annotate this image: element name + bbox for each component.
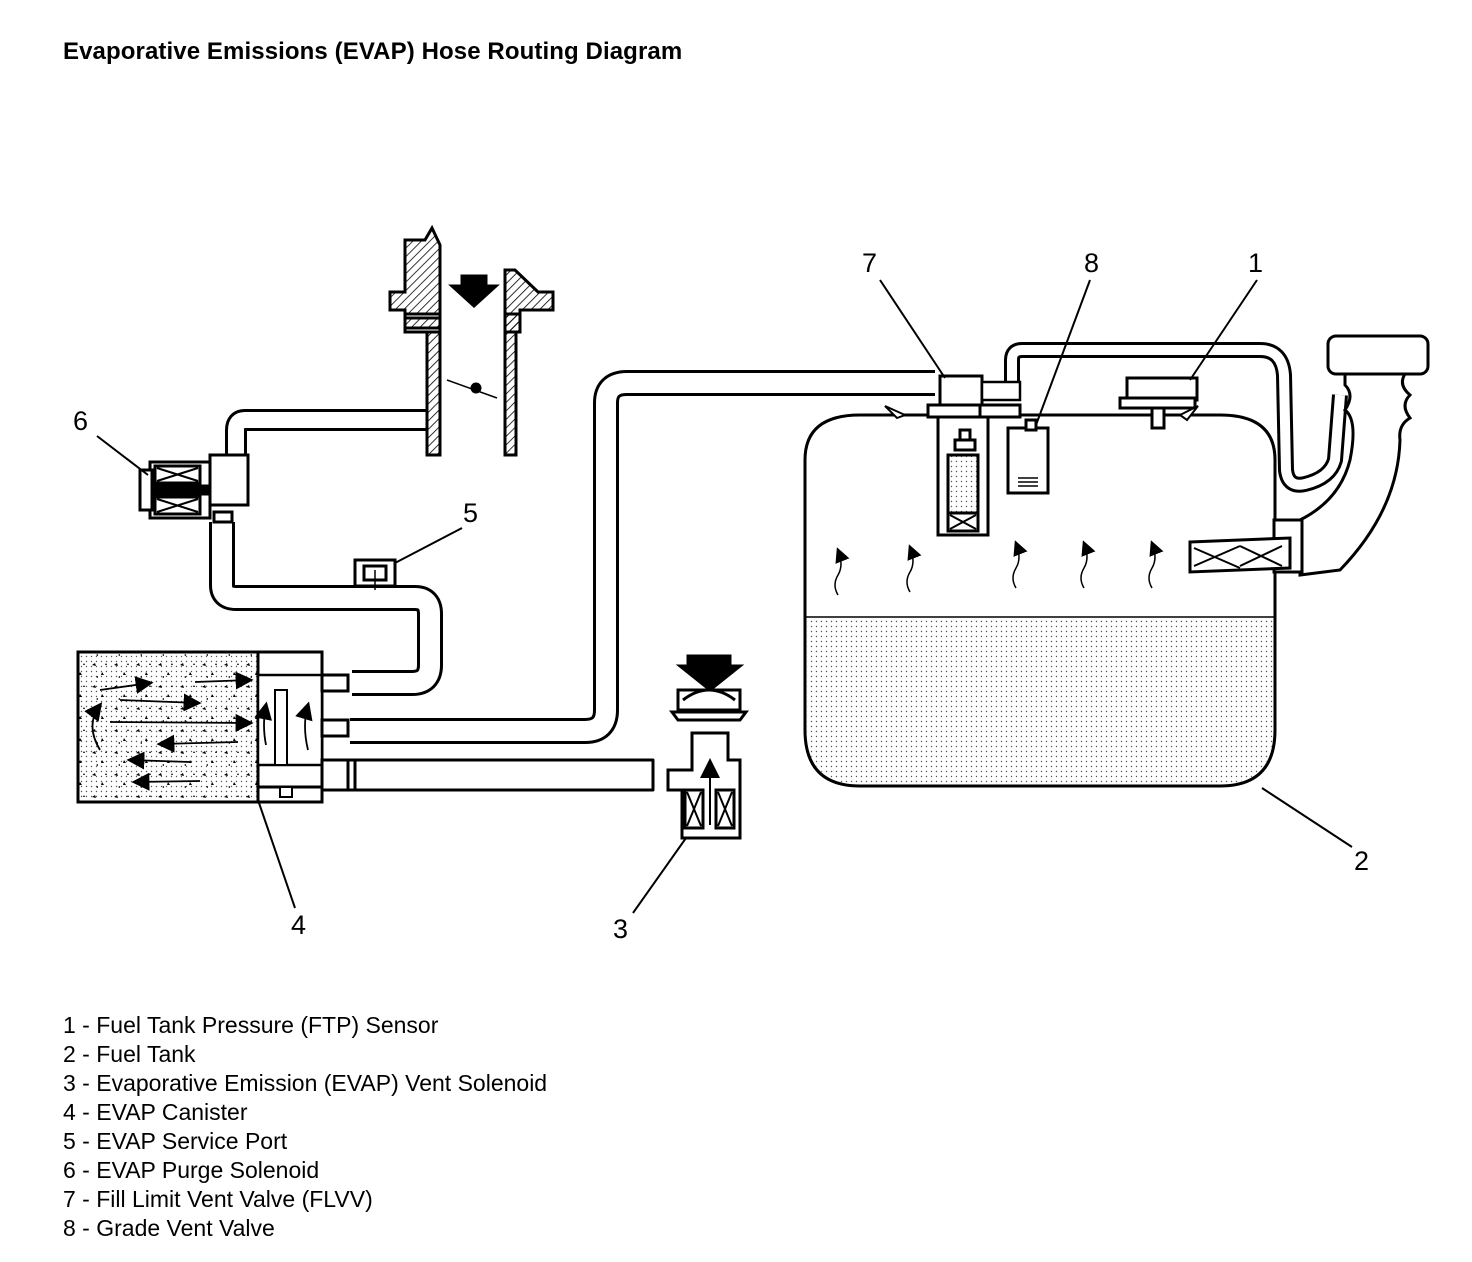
legend-item: 6 - EVAP Purge Solenoid (63, 1157, 320, 1183)
evap-service-port (353, 558, 397, 590)
grade-vent-valve (978, 403, 1050, 495)
callout-6: 6 (73, 406, 88, 436)
throttle-body (388, 224, 555, 457)
callout-2: 2 (1354, 846, 1369, 876)
legend-item: 8 - Grade Vent Valve (63, 1215, 275, 1241)
purge-solenoid (138, 453, 250, 524)
callout-7: 7 (862, 248, 877, 278)
callout-1: 1 (1248, 248, 1263, 278)
legend-item: 3 - Evaporative Emission (EVAP) Vent Sol… (63, 1070, 548, 1096)
leader-lines (96, 279, 1353, 914)
legend-item: 1 - Fuel Tank Pressure (FTP) Sensor (63, 1012, 439, 1038)
legend-item: 5 - EVAP Service Port (63, 1128, 288, 1154)
legend-item: 4 - EVAP Canister (63, 1099, 248, 1125)
callout-3: 3 (613, 914, 628, 944)
callout-4: 4 (291, 910, 306, 940)
evap-canister (76, 650, 350, 804)
legend-item: 2 - Fuel Tank (63, 1041, 196, 1067)
filler-neck (1188, 334, 1430, 577)
hose-network (209, 342, 1348, 792)
evap-vent-solenoid (666, 654, 749, 840)
hose-canister-to-vent (345, 758, 655, 792)
diagram-title: Evaporative Emissions (EVAP) Hose Routin… (63, 38, 683, 65)
fill-limit-vent-valve (926, 374, 1022, 537)
callout-8: 8 (1084, 248, 1099, 278)
callout-numbers: 1 2 3 4 5 6 7 8 (73, 248, 1369, 944)
hose-purge-line (225, 409, 427, 478)
fuel-tank (803, 405, 1277, 788)
ftp-sensor (1118, 376, 1199, 430)
legend-item: 7 - Fill Limit Vent Valve (FLVV) (63, 1186, 373, 1212)
legend: 1 - Fuel Tank Pressure (FTP) Sensor 2 - … (63, 1011, 547, 1243)
callout-5: 5 (463, 498, 478, 528)
